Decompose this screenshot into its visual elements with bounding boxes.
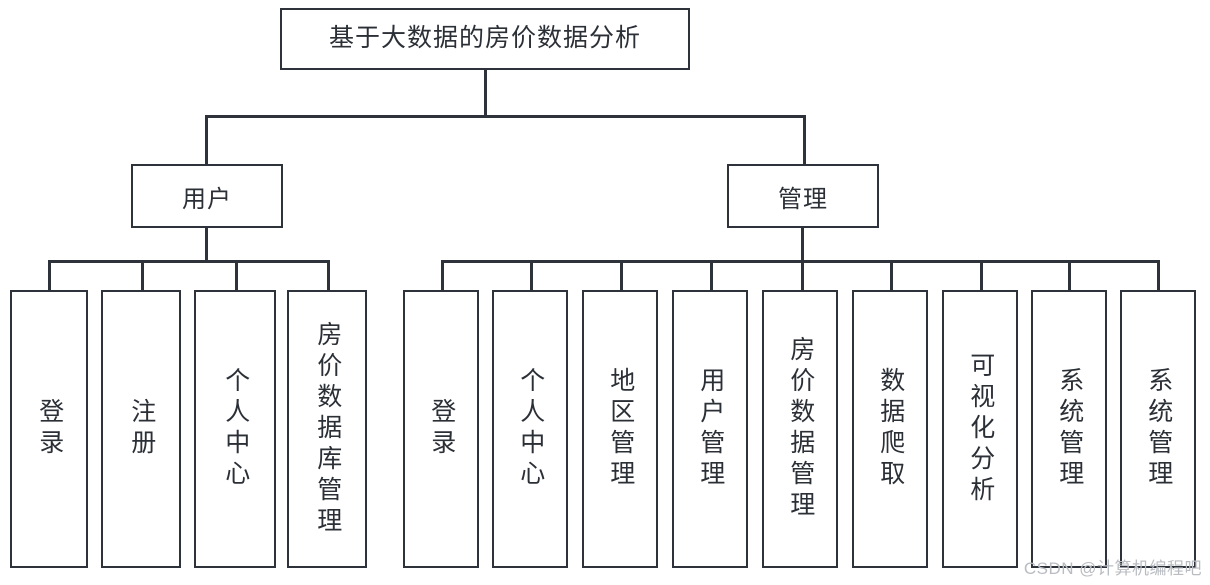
node-branch-admin-label: 管理 bbox=[778, 185, 828, 213]
connector-admin-stem bbox=[801, 228, 804, 262]
node-root[interactable]: 基于大数据的房价数据分析 bbox=[280, 8, 690, 70]
node-leaf-user-login-label: 登录 bbox=[35, 398, 64, 460]
node-leaf-admin-personal-center-label: 个人中心 bbox=[516, 367, 545, 491]
connector-level2-bus bbox=[205, 115, 805, 118]
node-leaf-admin-visual-analysis-label: 可视化分析 bbox=[966, 351, 995, 507]
connector-drop-leaf-user-3 bbox=[235, 260, 238, 290]
connector-drop-leaf-user-1 bbox=[48, 260, 51, 290]
node-leaf-admin-price-data-management-label: 房价数据管理 bbox=[786, 336, 815, 522]
node-branch-admin[interactable]: 管理 bbox=[727, 164, 879, 228]
node-leaf-user-login[interactable]: 登录 bbox=[10, 290, 88, 568]
connector-drop-branch-user bbox=[205, 115, 208, 165]
node-leaf-admin-user-management[interactable]: 用户管理 bbox=[672, 290, 748, 568]
node-leaf-admin-user-management-label: 用户管理 bbox=[696, 367, 725, 491]
node-leaf-admin-data-crawling-label: 数据爬取 bbox=[876, 367, 905, 491]
node-leaf-admin-region-management-label: 地区管理 bbox=[606, 367, 635, 491]
connector-root-stem bbox=[484, 70, 487, 116]
node-leaf-admin-data-crawling[interactable]: 数据爬取 bbox=[852, 290, 928, 568]
connector-drop-leaf-user-4 bbox=[327, 260, 330, 290]
node-leaf-admin-system-management-2[interactable]: 系统管理 bbox=[1120, 290, 1196, 568]
node-leaf-admin-visual-analysis[interactable]: 可视化分析 bbox=[942, 290, 1018, 568]
connector-drop-leaf-admin-1 bbox=[441, 260, 444, 290]
connector-drop-branch-admin bbox=[803, 115, 806, 165]
connector-user-bus bbox=[48, 260, 329, 263]
connector-drop-leaf-admin-8 bbox=[1068, 260, 1071, 290]
node-leaf-user-price-db-management[interactable]: 房价数据库管理 bbox=[287, 290, 367, 568]
connector-drop-leaf-admin-7 bbox=[980, 260, 983, 290]
node-leaf-admin-login[interactable]: 登录 bbox=[403, 290, 479, 568]
node-leaf-admin-system-management-1-label: 系统管理 bbox=[1055, 367, 1084, 491]
node-leaf-admin-personal-center[interactable]: 个人中心 bbox=[492, 290, 568, 568]
node-leaf-admin-region-management[interactable]: 地区管理 bbox=[582, 290, 658, 568]
connector-drop-leaf-admin-4 bbox=[710, 260, 713, 290]
connector-drop-leaf-admin-5 bbox=[801, 260, 804, 290]
node-leaf-user-personal-center[interactable]: 个人中心 bbox=[194, 290, 276, 568]
node-leaf-user-price-db-management-label: 房价数据库管理 bbox=[313, 320, 342, 538]
node-leaf-user-personal-center-label: 个人中心 bbox=[221, 367, 250, 491]
node-branch-user-label: 用户 bbox=[182, 185, 232, 213]
node-branch-user[interactable]: 用户 bbox=[131, 164, 283, 228]
connector-drop-leaf-user-2 bbox=[141, 260, 144, 290]
node-leaf-admin-login-label: 登录 bbox=[427, 398, 456, 460]
connector-admin-bus bbox=[441, 260, 1159, 263]
node-leaf-admin-system-management-2-label: 系统管理 bbox=[1144, 367, 1173, 491]
node-leaf-user-register-label: 注册 bbox=[127, 398, 156, 460]
connector-drop-leaf-admin-3 bbox=[620, 260, 623, 290]
connector-drop-leaf-admin-9 bbox=[1157, 260, 1160, 290]
connector-drop-leaf-admin-6 bbox=[890, 260, 893, 290]
node-root-label: 基于大数据的房价数据分析 bbox=[328, 24, 641, 53]
node-leaf-admin-system-management-1[interactable]: 系统管理 bbox=[1031, 290, 1107, 568]
node-leaf-user-register[interactable]: 注册 bbox=[101, 290, 181, 568]
connector-user-stem bbox=[205, 228, 208, 262]
node-leaf-admin-price-data-management[interactable]: 房价数据管理 bbox=[762, 290, 838, 568]
connector-drop-leaf-admin-2 bbox=[530, 260, 533, 290]
